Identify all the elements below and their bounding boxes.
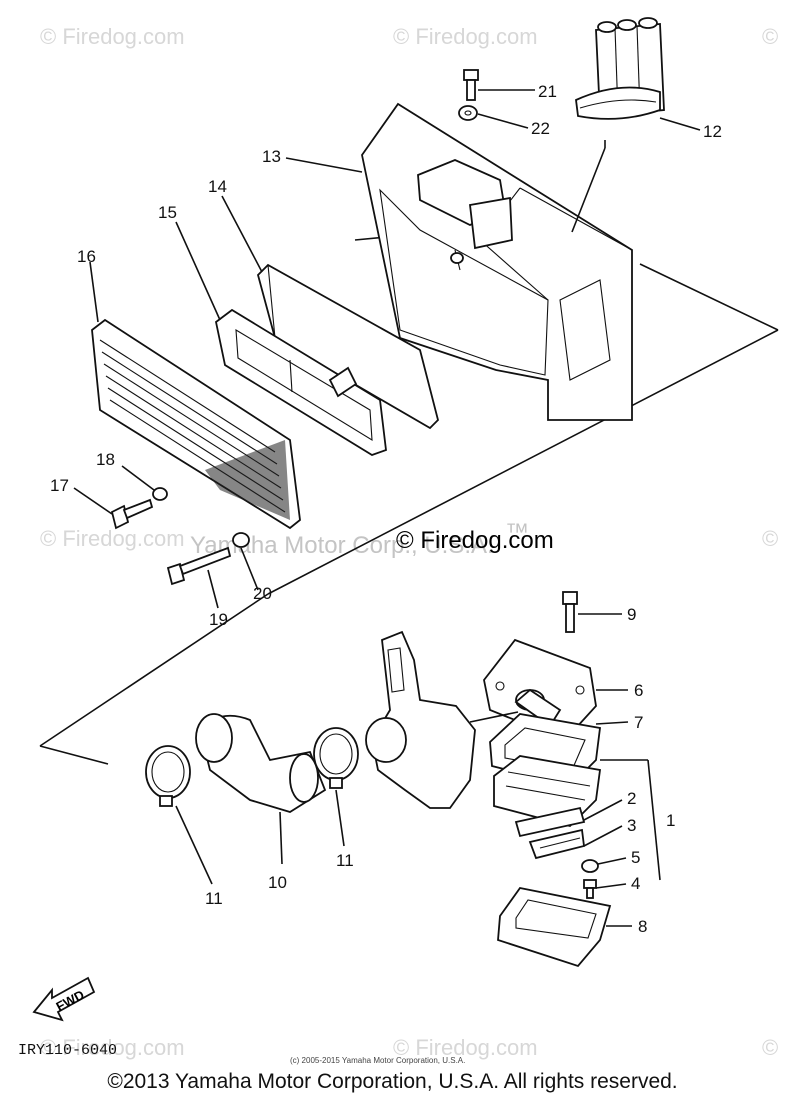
watermark: © Firedog.com xyxy=(40,526,185,551)
part-label: 5 xyxy=(631,848,640,867)
part-label: 3 xyxy=(627,816,636,835)
part-label: 17 xyxy=(50,476,69,495)
washer-5 xyxy=(581,859,599,873)
part-label: 9 xyxy=(627,605,636,624)
trademark-symbol: ™ xyxy=(505,519,529,546)
bolt-19 xyxy=(166,546,232,586)
part-labels: 1 2 3 4 5 6 7 8 9 10 11 11 12 13 14 15 1… xyxy=(50,82,722,936)
bolt-17 xyxy=(110,498,154,530)
reed-valve-cover xyxy=(483,638,597,742)
fwd-label: FWD xyxy=(53,987,86,1014)
air-intake-boot xyxy=(575,17,665,120)
watermark: © Firedog.com xyxy=(762,526,785,551)
watermark-group: © Firedog.com © Firedog.com © Firedog.co… xyxy=(40,24,785,1060)
part-label: 20 xyxy=(253,584,272,603)
bolt-9 xyxy=(562,591,578,633)
fwd-arrow: FWD xyxy=(32,976,96,1022)
part-label: 4 xyxy=(631,874,640,893)
reed-stopper-3 xyxy=(528,828,585,860)
reed-2 xyxy=(514,806,586,838)
part-label: 8 xyxy=(638,917,647,936)
firedog-mark: © Firedog.com xyxy=(396,527,554,554)
filter-cover xyxy=(91,318,301,530)
small-copyright: (c) 2005-2015 Yamaha Motor Corporation, … xyxy=(290,1056,465,1065)
hose-clamp-11-right xyxy=(313,727,359,789)
filter-guide xyxy=(215,308,387,456)
watermark: © Firedog.com xyxy=(40,1035,185,1060)
cylinder-outline xyxy=(365,630,476,809)
part-label: 11 xyxy=(336,851,354,870)
frame-lines xyxy=(39,231,779,765)
watermark: © Firedog.com xyxy=(762,24,785,49)
washer-22 xyxy=(458,105,478,121)
part-label: 16 xyxy=(77,247,96,266)
footer-copyright: ©2013 Yamaha Motor Corporation, U.S.A. A… xyxy=(107,1070,678,1093)
watermark: © Firedog.com xyxy=(393,1035,538,1060)
watermark: © Firedog.com xyxy=(762,1035,785,1060)
intake-manifold xyxy=(195,713,327,813)
center-watermark: © Firedog.com ™ xyxy=(396,519,554,554)
part-label: 6 xyxy=(634,681,643,700)
leader-lines xyxy=(73,89,701,927)
watermark: © Firedog.com xyxy=(40,24,185,49)
part-label: 13 xyxy=(262,147,281,166)
hose-clamp-11-left xyxy=(145,745,191,807)
part-label: 22 xyxy=(531,119,550,138)
part-label: 10 xyxy=(268,873,287,892)
part-label: 14 xyxy=(208,177,227,196)
diagram-code: IRY110-6040 xyxy=(18,1042,117,1059)
air-filter-case xyxy=(361,102,633,421)
part-label: 7 xyxy=(634,713,643,732)
screw-4 xyxy=(583,879,597,899)
part-label: 18 xyxy=(96,450,115,469)
part-label: 15 xyxy=(158,203,177,222)
washer-20 xyxy=(232,532,250,548)
part-label: 21 xyxy=(538,82,557,101)
gasket-8 xyxy=(497,887,612,968)
bolt-21 xyxy=(463,69,479,101)
washer-18 xyxy=(152,487,168,501)
part-label: 1 xyxy=(666,811,675,830)
part-label: 2 xyxy=(627,789,636,808)
reed-valve-assembly xyxy=(493,755,602,828)
part-label: 19 xyxy=(209,610,228,629)
part-label: 11 xyxy=(205,889,223,908)
part-label: 12 xyxy=(703,122,722,141)
watermark: © Firedog.com xyxy=(393,24,538,49)
